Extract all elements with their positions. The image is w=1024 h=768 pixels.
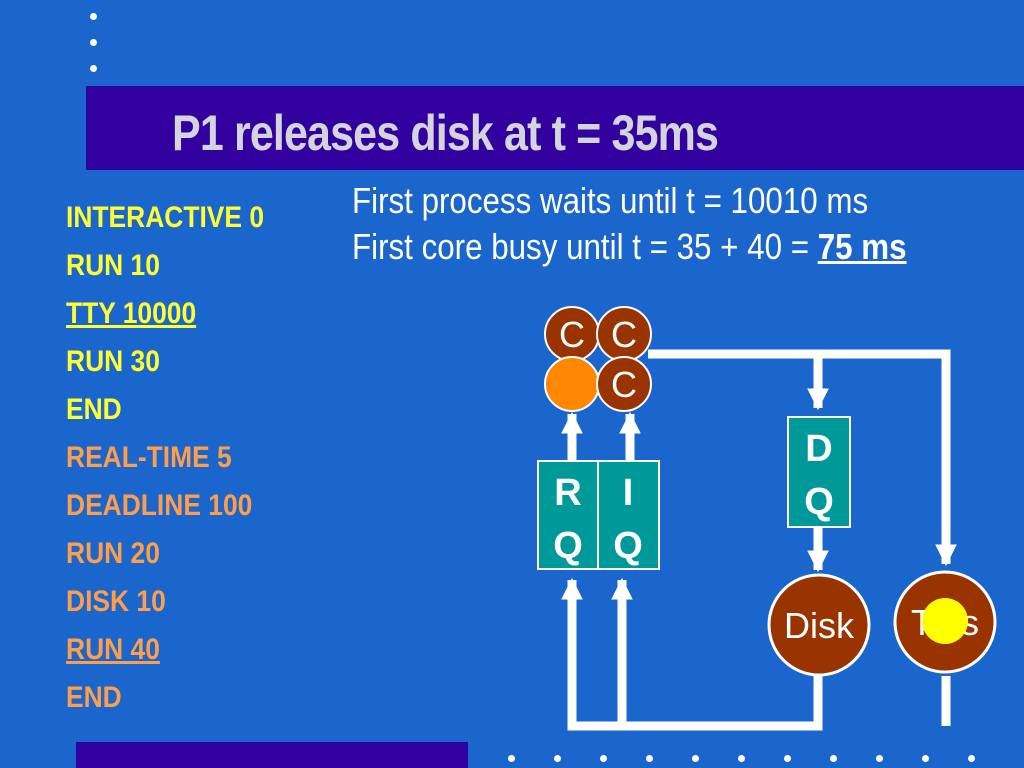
program-line: END <box>66 393 122 426</box>
program-line: INTERACTIVE 0 <box>66 201 265 234</box>
core-to-tty-line <box>648 349 957 567</box>
return-loop-line <box>561 577 823 731</box>
info-line-2-prefix: First core busy until t = 35 + 40 = <box>352 226 818 267</box>
info-line-1: First process waits until t = 10010 ms <box>352 180 869 221</box>
program-line: TTY 10000 <box>66 297 197 330</box>
program-line: END <box>66 681 122 714</box>
iq-line1: I <box>623 472 634 514</box>
core-3-label: C <box>611 364 637 405</box>
flow-lines <box>561 349 957 731</box>
rq-line2: Q <box>553 525 583 567</box>
disk-device: Disk <box>767 573 871 677</box>
info-line-2: First core busy until t = 35 + 40 = 75 m… <box>352 226 907 268</box>
program-line: REAL-TIME 5 <box>66 441 232 474</box>
ready-queue: R Q <box>537 460 599 570</box>
process-in-tty <box>922 598 968 644</box>
program-line: RUN 10 <box>66 249 160 282</box>
rq-line1: R <box>554 472 581 514</box>
dq-line1: D <box>805 428 832 470</box>
dq-line2: Q <box>804 481 834 523</box>
disk-queue: D Q <box>787 416 851 528</box>
interactive-queue: I Q <box>597 460 660 570</box>
core-1-label: C <box>559 314 585 355</box>
core-2-label: C <box>611 314 637 355</box>
core-2: C <box>596 306 652 362</box>
core-3: C <box>596 356 652 412</box>
bottom-bar <box>76 742 468 768</box>
slide-title: P1 releases disk at t = 35ms <box>172 105 719 161</box>
program-line: RUN 30 <box>66 345 160 378</box>
program-line: DEADLINE 100 <box>66 489 253 522</box>
info-line-2-highlight: 75 ms <box>817 226 907 267</box>
iq-line2: Q <box>613 525 643 567</box>
program-line: DISK 10 <box>66 585 166 618</box>
program-line: RUN 20 <box>66 537 160 570</box>
title-bar <box>86 86 1024 170</box>
core-1: C <box>544 306 600 362</box>
program-line: RUN 40 <box>66 633 160 666</box>
tty-device: Ttys <box>893 570 997 674</box>
core-busy <box>544 356 600 412</box>
disk-label: Disk <box>784 605 855 646</box>
